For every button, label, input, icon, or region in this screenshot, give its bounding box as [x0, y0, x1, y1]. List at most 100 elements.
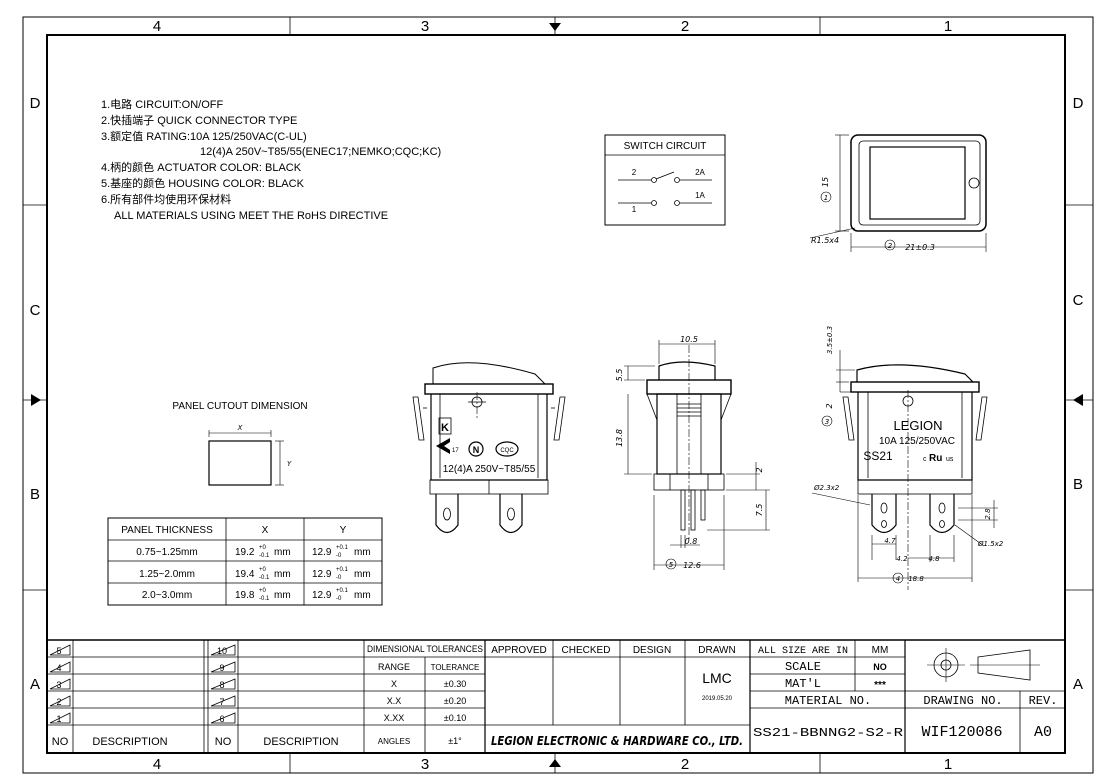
zone-row-label: B: [1073, 476, 1083, 493]
zone-column-label: 3: [421, 756, 429, 773]
tol-upper: +0: [259, 545, 267, 551]
rating-label: 12(4)A 250V~T85/55: [443, 464, 536, 475]
dim-label: X: [237, 424, 243, 432]
zone-column-label: 1: [944, 18, 952, 35]
rev-no: 4: [56, 663, 61, 673]
dim-label: 2: [825, 403, 834, 408]
rev-no: 10: [217, 646, 227, 656]
tolerance-header: TOLERANCE: [431, 663, 480, 672]
switch-circuit-title: SWITCH CIRCUIT: [624, 141, 707, 152]
rev-no: 5: [56, 646, 61, 656]
bezel: [424, 383, 554, 395]
center-mark-icon: [549, 23, 561, 31]
tol-upper: +0.1: [336, 588, 349, 594]
dim-label: Ø2.3x2: [813, 484, 840, 492]
dim-label: Y: [287, 460, 292, 468]
no-header: NO: [215, 736, 232, 748]
zone-column-label: 1: [944, 756, 952, 773]
drawing-no: WIF120086: [921, 724, 1002, 741]
unit-label: mm: [354, 569, 371, 580]
zone-labels: 4 3 2 1 4 3 2 1 D C B A D C B A: [30, 18, 1084, 773]
tol-upper: +0.1: [336, 567, 349, 573]
unit-label: mm: [354, 590, 371, 601]
tolerance-value: ±0.10: [444, 713, 466, 723]
zone-row-label: B: [30, 486, 40, 503]
terminal-label: 2A: [695, 168, 705, 177]
description-header: DESCRIPTION: [92, 736, 167, 748]
rev-no: 7: [219, 697, 224, 707]
zone-row-label: C: [30, 302, 41, 319]
dim-label: 21±0.3: [905, 243, 935, 252]
dimensional-tolerances: DIMENSIONAL TOLERANCES RANGE TOLERANCE X…: [367, 644, 483, 746]
cert-mark: c: [923, 456, 927, 463]
revision-triangle-icon: [49, 661, 71, 673]
x-value: 19.8: [235, 590, 255, 601]
thickness-cell: 0.75~1.25mm: [136, 547, 197, 558]
brand-label: LEGION: [893, 418, 942, 433]
dim-label: 13.8: [615, 429, 624, 447]
cert-mark: Ru: [929, 453, 942, 464]
switch-circuit-box: SWITCH CIRCUIT 2 2A 1 1A: [604, 134, 726, 226]
zone-column-label: 2: [681, 756, 689, 773]
tolerance-header: RANGE: [378, 662, 410, 672]
drawn-header: DRAWN: [698, 645, 735, 656]
dim-label: 18.8: [908, 575, 924, 583]
dim-label: 7.5: [755, 504, 764, 517]
tol-upper: +0: [259, 588, 267, 594]
dim-tag: 1: [824, 194, 828, 202]
dim-label: Ø1.5x2: [977, 540, 1004, 548]
rev-no: 2: [56, 697, 61, 707]
dim-label: 10.5: [680, 335, 698, 344]
dim-label: 2: [755, 467, 764, 472]
zone-column-label: 4: [153, 756, 161, 773]
note-line: 4.柄的颜色 ACTUATOR COLOR: BLACK: [101, 160, 302, 174]
note-line: 1.电路 CIRCUIT:ON/OFF: [101, 98, 224, 111]
thickness-cell: 2.0~3.0mm: [142, 590, 192, 601]
revision-triangle-icon: [210, 678, 236, 690]
material-no-label: MATERIAL NO.: [785, 694, 871, 708]
drawn-date: 2019.05.20: [702, 696, 733, 702]
nemko-logo-icon: [468, 441, 484, 457]
dim-label: 4.2: [896, 555, 908, 563]
top-view: 1 15 2 21±0.3 R1.5x4: [809, 134, 987, 252]
tolerance-range: X.X: [387, 696, 402, 706]
panel-thickness-table: PANEL THICKNESS X Y 0.75~1.25mm 19.2 +0 …: [107, 517, 383, 606]
description-header: DESCRIPTION: [263, 736, 338, 748]
cqc-logo-icon: [495, 441, 519, 457]
dim-label: 12.6: [683, 561, 701, 570]
projection-symbol-icon: [927, 648, 1040, 682]
dim-label: 5.5: [615, 369, 624, 382]
zone-column-label: 3: [421, 18, 429, 35]
center-mark-icon: [31, 394, 41, 406]
table-row: 2.0~3.0mm 19.8 +0 -0.1 mm 12.9 +0.1 -0 m…: [142, 588, 371, 602]
rocker-actuator: [432, 362, 547, 385]
spec-notes: 1.电路 CIRCUIT:ON/OFF 2.快插端子 QUICK CONNECT…: [101, 98, 441, 222]
y-value: 12.9: [312, 569, 332, 580]
table-header: X: [262, 525, 269, 536]
rev-no: 6: [219, 714, 224, 724]
rev-no: 8: [219, 680, 224, 690]
right-view: LEGION 10A 125/250VAC SS21 c Ru us 3.5±0…: [811, 326, 1004, 590]
note-line: 12(4)A 250V~T85/55(ENEC17;NEMKO;CQC;KC): [200, 146, 441, 158]
revision-triangle-icon: [49, 695, 71, 707]
company-name: LEGION ELECTRONIC & HARDWARE CO., LTD.: [491, 734, 743, 748]
dim-label: 3.5±0.3: [826, 326, 834, 354]
dim-tag: 2: [888, 242, 893, 250]
tol-lower: -0: [336, 553, 342, 559]
x-value: 19.2: [235, 547, 255, 558]
zone-row-label: D: [30, 95, 41, 112]
terminal-label: 1: [632, 205, 637, 214]
revision-triangle-icon: [210, 695, 236, 707]
unit-label: mm: [274, 569, 291, 580]
tol-upper: +0.1: [336, 545, 349, 551]
dim-label: R1.5x4: [811, 236, 839, 245]
zone-row-label: A: [30, 676, 40, 693]
material-value: ***: [874, 680, 886, 691]
zone-column-label: 2: [681, 18, 689, 35]
tol-lower: -0.1: [259, 575, 270, 581]
no-header: NO: [52, 736, 69, 748]
dim-label: 15: [821, 177, 830, 187]
material-label: MAT'L: [785, 677, 821, 691]
side-view: 10.5 5.5 13.8 2 7.5 0.8 5 12.6: [615, 335, 770, 570]
dim-label: 0.8: [685, 537, 698, 546]
